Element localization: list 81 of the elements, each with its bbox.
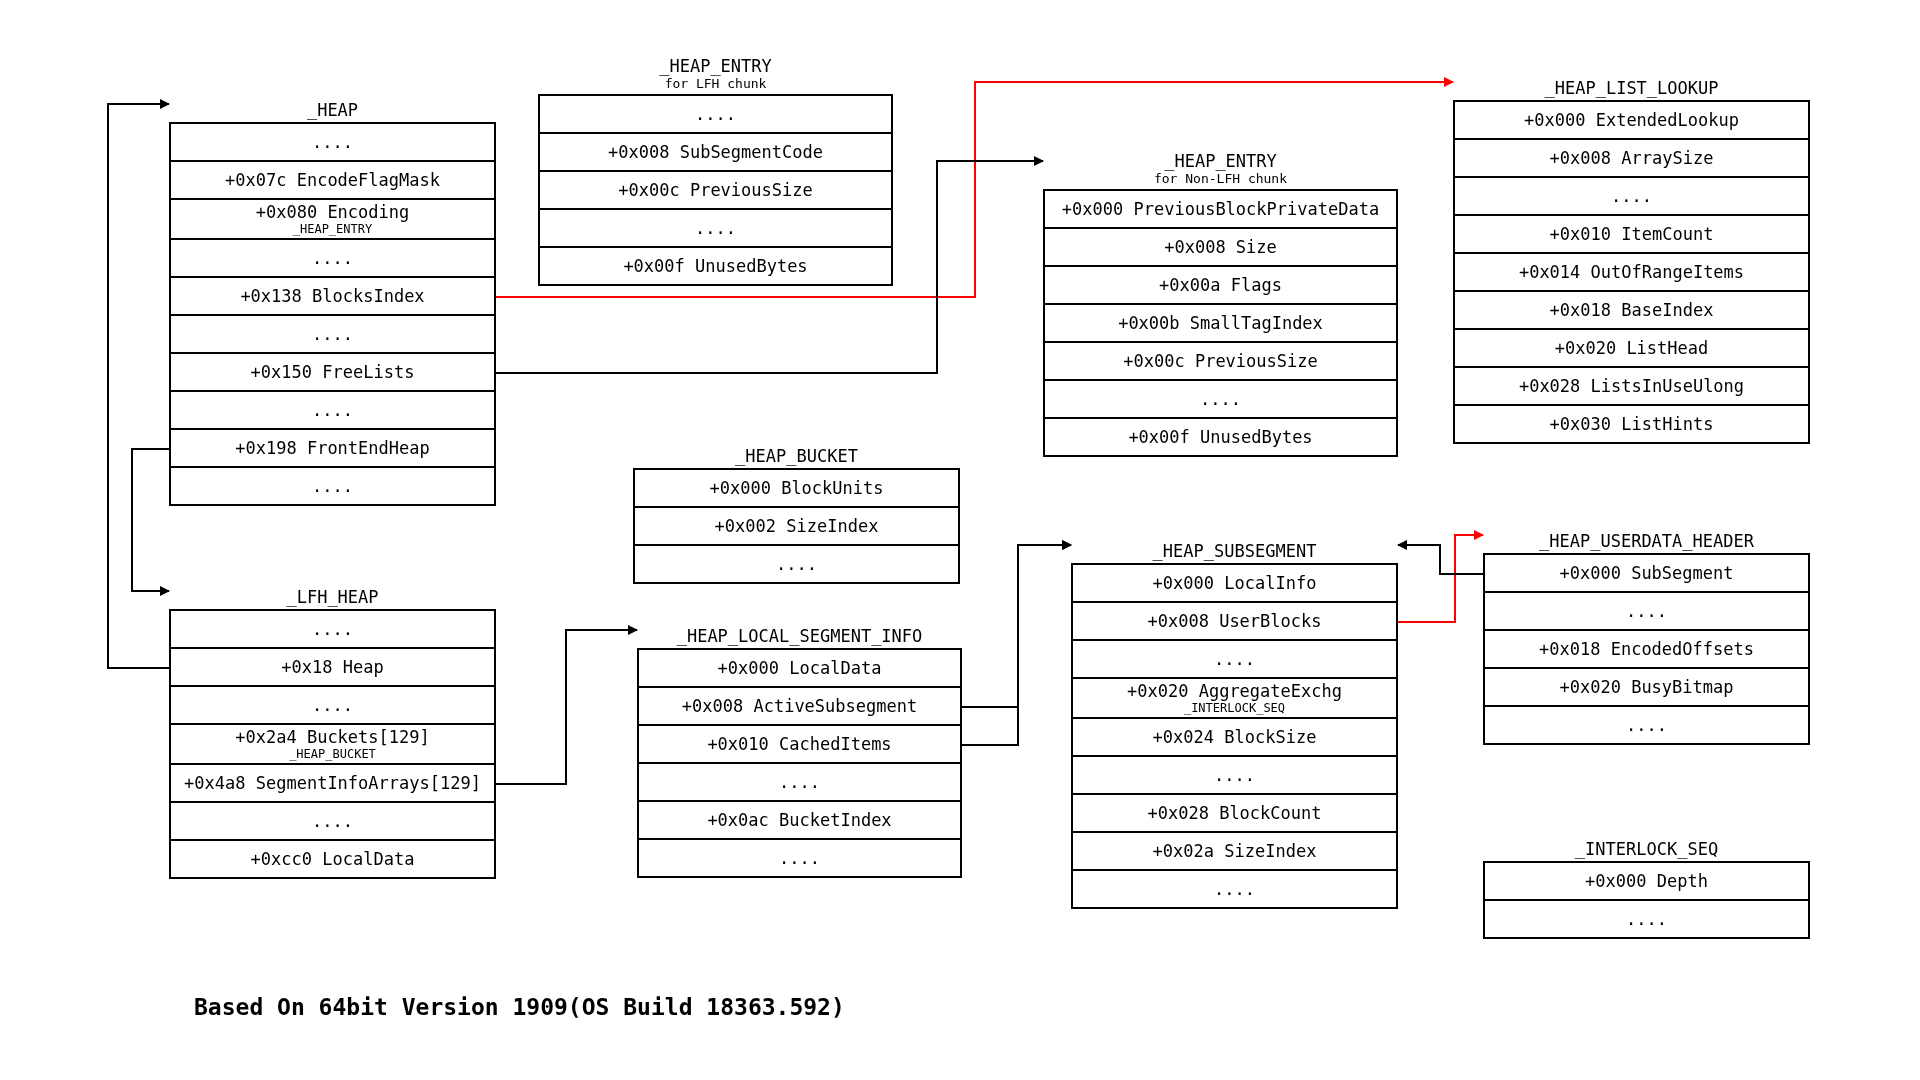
struct-name: _HEAP_BUCKET [735,446,858,466]
field-label: +0x080 Encoding [255,202,410,222]
field-label: +0x002 SizeIndex [714,516,879,536]
field-label: .... [312,695,353,715]
field-label: .... [312,476,353,496]
field-label: +0x07c EncodeFlagMask [225,170,440,190]
field-label: +0x198 FrontEndHeap [235,438,430,458]
field-label: +0x020 BusyBitmap [1559,677,1734,697]
field-label: +0x018 BaseIndex [1549,300,1714,320]
field-label: .... [312,619,353,639]
field-label: .... [1626,601,1667,621]
struct-subtitle: for LFH chunk [664,76,767,92]
field-label: .... [776,554,817,574]
field-label: +0x010 CachedItems [707,734,892,754]
field-label: +0x00f UnusedBytes [623,256,808,276]
field-label: .... [1214,765,1255,785]
field-label: .... [779,772,820,792]
field-label: .... [312,400,353,420]
field-label: .... [1626,715,1667,735]
field-label: +0x010 ItemCount [1549,224,1714,244]
caption: Based On 64bit Version 1909(OS Build 18363.592) [194,994,845,1020]
field-label: +0x008 Size [1164,237,1277,257]
arrow [107,99,172,669]
field-label: +0x014 OutOfRangeItems [1518,262,1745,282]
field-label: +0x4a8 SegmentInfoArrays[129] [184,773,481,793]
struct-name: _INTERLOCK_SEQ [1574,839,1719,859]
field-label: .... [312,324,353,344]
field-label: +0x008 UserBlocks [1147,611,1322,631]
struct-name: _LFH_HEAP [286,587,379,607]
field-label: .... [695,218,736,238]
field-label: +0x020 AggregateExchg [1127,681,1342,701]
arrow [131,448,172,596]
field-label: +0x00f UnusedBytes [1128,427,1313,447]
field-label: +0x008 ActiveSubsegment [681,696,918,716]
struct-subtitle: for Non-LFH chunk [1153,171,1288,187]
field-label: +0x000 BlockUnits [709,478,884,498]
field-label: +0x138 BlocksIndex [240,286,425,306]
field-label: +0x000 SubSegment [1559,563,1734,583]
field-label: +0x000 ExtendedLookup [1524,110,1739,130]
field-label: +0x02a SizeIndex [1152,841,1317,861]
struct-name: _HEAP_ENTRY [1164,151,1277,171]
field-label: +0x020 ListHead [1554,338,1709,358]
field-label: .... [1200,389,1241,409]
field-label: +0x00a Flags [1159,275,1282,295]
field-label: +0x008 ArraySize [1549,148,1714,168]
struct-name: _HEAP_ENTRY [659,56,772,76]
field-label: +0xcc0 LocalData [250,849,415,869]
field-label: +0x028 BlockCount [1147,803,1322,823]
field-label: +0x028 ListsInUseUlong [1518,376,1745,396]
struct-name: _HEAP_LIST_LOOKUP [1544,78,1719,98]
field-label: +0x0ac BucketIndex [707,810,892,830]
field-label: +0x00c PreviousSize [1123,351,1318,371]
type-label: _INTERLOCK_SEQ [1183,701,1286,715]
field-label: +0x000 Depth [1585,871,1708,891]
struct-name: _HEAP_LOCAL_SEGMENT_INFO [676,626,923,646]
field-label: .... [779,848,820,868]
field-label: +0x024 BlockSize [1152,727,1317,747]
field-label: .... [1626,909,1667,929]
field-label: +0x000 LocalData [717,658,882,678]
field-label: +0x000 PreviousBlockPrivateData [1061,199,1380,219]
struct-name: _HEAP_USERDATA_HEADER [1539,531,1754,551]
struct-name: _HEAP_SUBSEGMENT [1152,541,1317,561]
field-label: .... [312,132,353,152]
field-label: +0x150 FreeLists [250,362,415,382]
field-label: .... [312,811,353,831]
type-label: _HEAP_BUCKET [289,747,376,761]
field-label: .... [695,104,736,124]
field-label: +0x018 EncodedOffsets [1539,639,1754,659]
field-label: .... [312,248,353,268]
field-label: +0x18 Heap [281,657,384,677]
type-label: _HEAP_ENTRY [292,222,373,236]
field-label: +0x2a4 Buckets[129] [235,727,430,747]
field-label: .... [1611,186,1652,206]
field-label: .... [1214,879,1255,899]
field-label: +0x030 ListHints [1549,414,1714,434]
struct-name: _HEAP [306,100,359,120]
field-label: +0x008 SubSegmentCode [608,142,823,162]
field-label: +0x000 LocalInfo [1152,573,1317,593]
field-label: +0x00b SmallTagIndex [1118,313,1323,333]
field-label: .... [1214,649,1255,669]
field-label: +0x00c PreviousSize [618,180,813,200]
